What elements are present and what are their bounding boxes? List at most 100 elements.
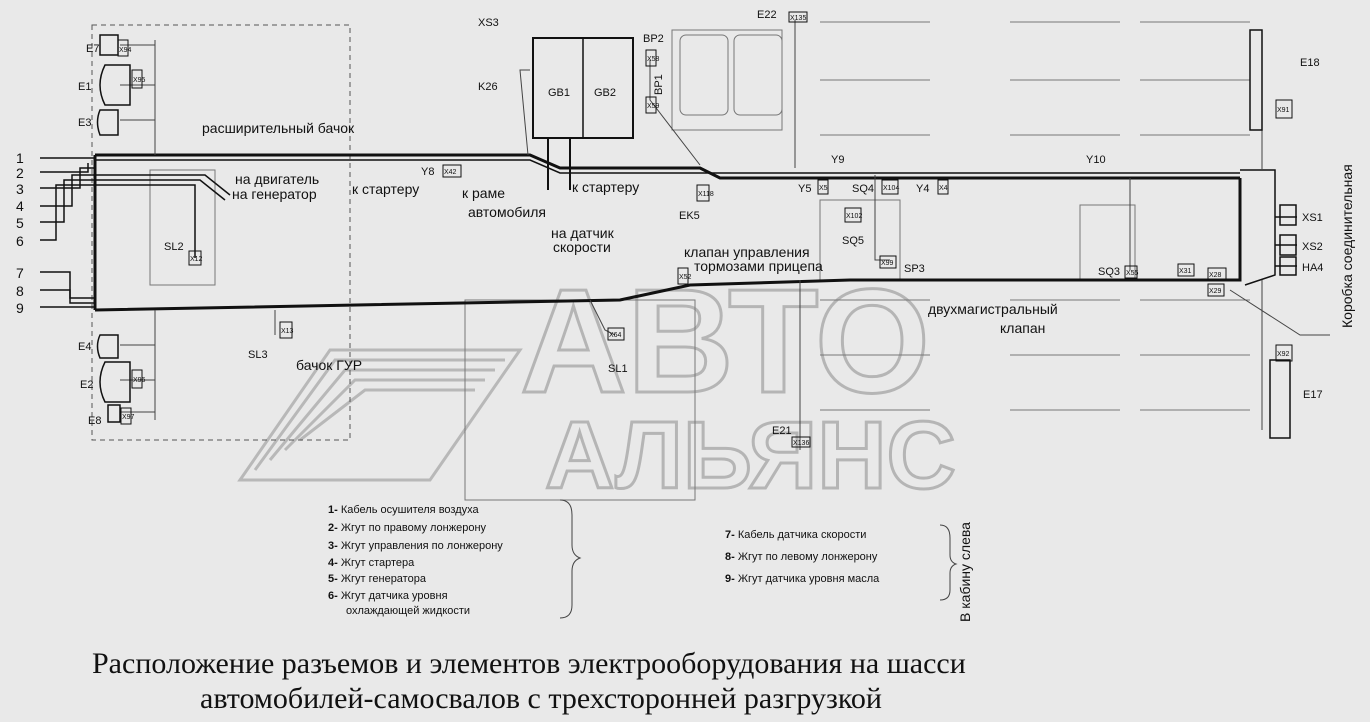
label-e4: E4 <box>78 341 91 353</box>
lamp-e8-body <box>107 404 121 423</box>
title-line2: автомобилей-самосвалов с трехсторонней р… <box>200 682 882 715</box>
label-sq5: SQ5 <box>842 235 864 247</box>
connector-label: X59 <box>647 103 660 110</box>
legend-item-9: 9- Жгут датчика уровня масла <box>725 573 880 585</box>
annotation-valve-1: клапан управления <box>684 244 810 260</box>
connectors: X94 X95 X96 X97 X135 X58 X59 X42 X118 X1… <box>117 11 1293 448</box>
connector-label: X5 <box>819 185 828 192</box>
legend-item-4: 4- Жгут стартера <box>328 557 415 569</box>
title-block: Расположение разъемов и элементов электр… <box>92 647 966 715</box>
connector-label: X12 <box>190 256 203 263</box>
annotation-to-starter-1: к стартеру <box>352 181 419 197</box>
connector-label: X99 <box>881 260 894 267</box>
connector-label: X92 <box>1277 351 1290 358</box>
legend-left-brace <box>559 499 582 619</box>
label-e18: E18 <box>1300 57 1320 69</box>
legend-item-3: 3- Жгут управления по лонжерону <box>328 540 503 552</box>
label-y8: Y8 <box>421 166 434 178</box>
label-e3: E3 <box>78 117 91 129</box>
connector-label: X136 <box>793 440 809 447</box>
annotation-valve-2: тормозами прицепа <box>694 258 823 274</box>
label-xs1: XS1 <box>1302 212 1323 224</box>
label-xs2: XS2 <box>1302 241 1323 253</box>
label-ek5: EK5 <box>679 210 700 222</box>
lamp-e18-body <box>1249 29 1263 131</box>
wheels <box>820 21 1250 411</box>
watermark: АВТО АЛЬЯНС <box>237 258 957 511</box>
label-e22: E22 <box>757 9 777 21</box>
label-y9: Y9 <box>831 154 844 166</box>
harness-number-2: 2 <box>16 165 24 181</box>
legend-left: 1- Кабель осушителя воздуха 2- Жгут по п… <box>328 499 582 619</box>
label-sl1: SL1 <box>608 363 628 375</box>
annotation-double-valve-1: двухмагистральный <box>928 301 1058 317</box>
title-line1: Расположение разъемов и элементов электр… <box>92 647 966 680</box>
label-sl2: SL2 <box>164 241 184 253</box>
annotation-double-valve-2: клапан <box>1000 320 1045 336</box>
connector-label: X118 <box>698 191 714 198</box>
annotation-gur-tank: бачок ГУР <box>296 357 362 373</box>
legend-item-8: 8- Жгут по левому лонжерону <box>725 551 878 563</box>
harness-number-9: 9 <box>16 300 24 316</box>
connector-label: X42 <box>444 169 457 176</box>
connector-label: X135 <box>790 15 806 22</box>
label-sl3: SL3 <box>248 349 268 361</box>
legend-right-brace <box>939 524 958 601</box>
horn-ha4 <box>1279 256 1297 276</box>
watermark-logo-stripes <box>237 348 523 482</box>
connector-label: X13 <box>281 328 294 335</box>
connector-label: X94 <box>119 47 132 54</box>
connector-label: X64 <box>609 332 622 339</box>
label-e17: E17 <box>1303 389 1323 401</box>
annotation-junction-box: Коробка соединительная <box>1339 164 1355 328</box>
socket-xs2 <box>1279 234 1297 256</box>
connector-label: X97 <box>122 414 135 421</box>
harness-number-8: 8 <box>16 283 24 299</box>
lamp-e7-body <box>99 34 119 56</box>
label-sp3: SP3 <box>904 263 925 275</box>
label-e7: E7 <box>86 43 99 55</box>
lamp-e17-body <box>1269 359 1291 439</box>
watermark-line2: АЛЬЯНС <box>545 402 956 509</box>
legend-item-1: 1- Кабель осушителя воздуха <box>328 504 480 516</box>
annotation-to-starter-2: к стартеру <box>572 179 639 195</box>
legend-item-6-cont: охлаждающей жидкости <box>346 605 470 617</box>
harness-number-3: 3 <box>16 181 24 197</box>
legend-item-6: 6- Жгут датчика уровня <box>328 590 448 602</box>
legend-item-5: 5- Жгут генератора <box>328 573 427 585</box>
label-bp2: BP2 <box>643 33 664 45</box>
legend-item-2: 2- Жгут по правому лонжерону <box>328 522 487 534</box>
label-gb1: GB1 <box>548 87 570 99</box>
connector-label: X4 <box>939 185 948 192</box>
front-lamps <box>96 29 1297 439</box>
label-y10: Y10 <box>1086 154 1106 166</box>
connector-label: X55 <box>1126 270 1139 277</box>
harness-numbers: 1 2 3 4 5 6 7 8 9 <box>16 150 24 316</box>
component-labels: E7 E1 E3 E4 E2 E8 XS3 K26 GB1 GB2 BP2 BP… <box>78 9 1323 437</box>
socket-xs1 <box>1279 204 1297 226</box>
connector-label: X52 <box>679 274 692 281</box>
connector-label: X29 <box>1209 288 1222 295</box>
label-y5: Y5 <box>798 183 811 195</box>
label-ha4: HA4 <box>1302 262 1323 274</box>
lamp-e3-body <box>96 109 119 136</box>
connector-label: X91 <box>1277 107 1290 114</box>
harness-lines <box>40 20 1330 450</box>
cab-outline <box>91 24 351 441</box>
lamp-e1-body <box>99 64 131 106</box>
legend-item-7: 7- Кабель датчика скорости <box>725 529 866 541</box>
harness-number-4: 4 <box>16 198 24 214</box>
lamp-e2-body <box>99 361 131 403</box>
annotation-expansion-tank: расширительный бачок <box>202 120 355 136</box>
label-e21: E21 <box>772 425 792 437</box>
annotations: расширительный бачок на двигатель на ген… <box>202 120 1355 622</box>
label-e2: E2 <box>80 379 93 391</box>
label-k26: K26 <box>478 81 498 93</box>
label-bp1: BP1 <box>653 74 665 95</box>
legend-right: 7- Кабель датчика скорости 8- Жгут по ле… <box>725 524 958 601</box>
lamp-e4-body <box>96 334 119 359</box>
connector-label: X104 <box>883 185 899 192</box>
annotation-to-generator: на генератор <box>232 186 317 202</box>
